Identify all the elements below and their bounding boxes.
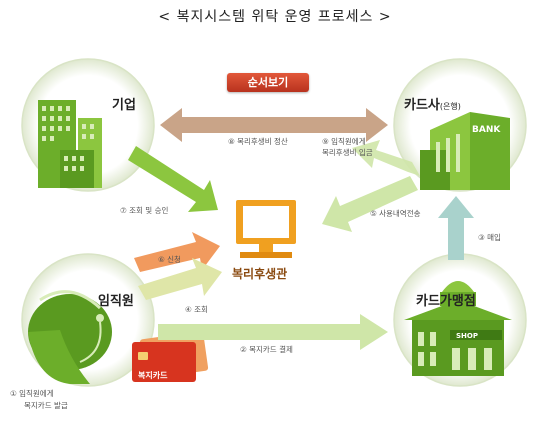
arrow-merchant-to-bank	[438, 196, 474, 260]
step-7-label: ⑦ 조회 및 승인	[120, 206, 169, 215]
step-3-label: ③ 매입	[478, 233, 501, 242]
employee-title: 임직원	[98, 294, 134, 309]
employee-headset-icon	[28, 290, 112, 384]
card-label: 복지카드	[138, 370, 168, 380]
arrow-apply	[134, 232, 220, 272]
step-8-label: ⑧ 복리후생비 정산	[228, 137, 288, 146]
arrow-settlement	[160, 108, 388, 142]
view-order-button[interactable]: 순서보기	[227, 73, 309, 92]
arrow-company-to-center	[128, 146, 218, 212]
bank-sign: BANK	[472, 125, 501, 135]
arrow-bank-to-company	[352, 140, 420, 176]
arrow-card-payment	[158, 314, 388, 350]
monitor-icon	[236, 200, 296, 258]
arrow-inquiry	[138, 258, 222, 300]
bank-title: 카드사(은행)	[404, 94, 461, 113]
step-6-label: ⑥ 신청	[158, 255, 181, 264]
step-2-label: ② 복지카드 결제	[240, 345, 293, 354]
step-1-label-line1: ① 임직원에게	[10, 389, 54, 398]
center-label: 복리후생관	[232, 267, 288, 281]
merchant-title: 카드가맹점	[416, 294, 476, 309]
step-4-label: ④ 조회	[185, 305, 208, 314]
welfare-card-icon	[132, 331, 209, 382]
step-9-label-line2: 복리후생비 입금	[322, 148, 373, 157]
shop-sign: SHOP	[456, 332, 478, 340]
company-title: 기업	[112, 98, 136, 113]
bank-building-icon	[420, 112, 510, 190]
bank-title-sub: (은행)	[439, 102, 461, 111]
step-9-label-line1: ⑨ 임직원에게	[322, 137, 366, 146]
shop-building-icon	[404, 281, 512, 376]
page-title: < 복지시스템 위탁 운영 프로세스 >	[158, 9, 392, 25]
arrow-bank-to-center	[322, 176, 418, 232]
bank-title-main: 카드사	[404, 98, 440, 113]
company-building-icon	[38, 100, 102, 188]
step-1-label-line2: 복지카드 발급	[24, 401, 68, 410]
step-5-label: ⑤ 사용내역전송	[370, 209, 421, 218]
